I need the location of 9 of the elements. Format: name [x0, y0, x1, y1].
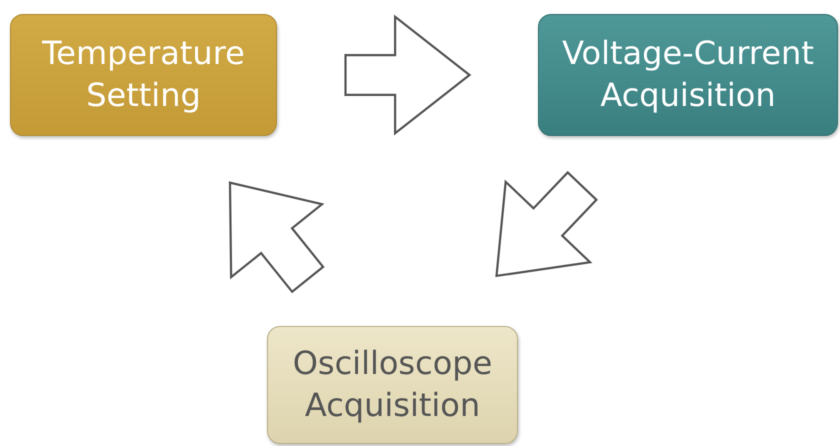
block-arrow — [228, 181, 325, 294]
process-box — [538, 14, 838, 136]
block-arrow — [344, 14, 472, 136]
box-label: Temperature Setting — [41, 33, 246, 116]
process-box — [267, 326, 518, 444]
box-label: Voltage-Current Acquisition — [561, 33, 815, 116]
process-box — [10, 14, 277, 136]
block-arrow — [495, 170, 598, 278]
box-label: Oscilloscope Acquisition — [292, 343, 494, 426]
